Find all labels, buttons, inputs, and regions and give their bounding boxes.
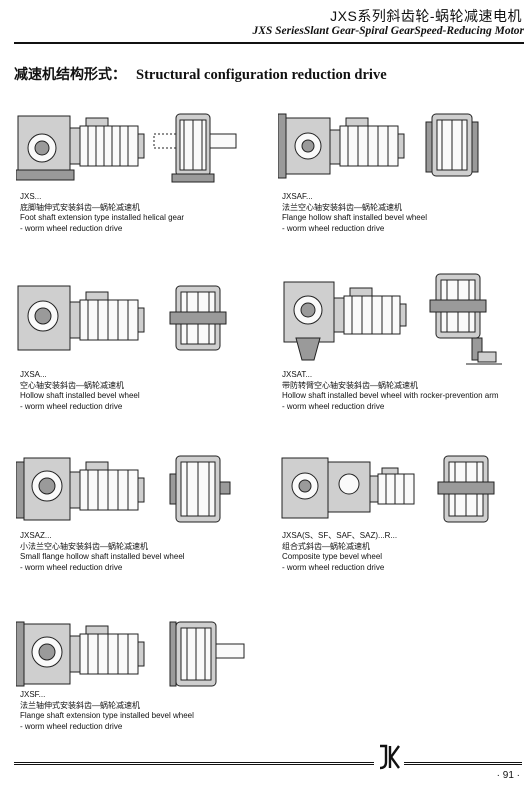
caption-cn: 带防转臂空心轴安装斜齿—蜗轮减速机	[282, 380, 418, 390]
caption-cn: 法兰空心轴安装斜齿—蜗轮减速机	[282, 202, 402, 212]
caption-jxsf: JXSF... 法兰轴伸式安装斜齿—蜗轮减速机 Flange shaft ext…	[20, 690, 194, 732]
section-title: 减速机结构形式： Structural configuration reducti…	[14, 64, 387, 84]
drawing-jxs-side	[16, 115, 145, 181]
caption-en-2: - worm wheel reduction drive	[20, 721, 123, 731]
header-rule	[14, 42, 524, 44]
caption-composite: JXSA(S、SF、SAF、SAZ)...R... 组合式斜齿—蜗轮减速机 Co…	[282, 531, 397, 573]
caption-code: JXSA(S、SF、SAF、SAZ)...R...	[282, 531, 398, 540]
drawing-jxsaf-front	[425, 113, 479, 177]
caption-en: Hollow shaft installed bevel wheel with …	[282, 391, 499, 400]
section-title-en: Structural configuration reduction drive	[136, 67, 387, 83]
jk-logo-icon: JK	[379, 744, 400, 770]
caption-en-2: - worm wheel reduction drive	[20, 223, 123, 233]
caption-jxsa: JXSA... 空心轴安装斜齿—蜗轮减速机 Hollow shaft insta…	[20, 370, 140, 412]
footer-rule-right	[404, 762, 522, 767]
caption-code: JXS...	[20, 192, 42, 201]
footer-rule-left	[14, 762, 374, 767]
drawing-jxsa-side	[17, 285, 145, 351]
header-title-cn: JXS系列斜齿轮-蜗轮减速电机	[330, 8, 522, 24]
caption-en-2: - worm wheel reduction drive	[282, 401, 385, 411]
caption-cn: 空心轴安装斜齿—蜗轮减速机	[20, 380, 124, 390]
drawing-jxsa-front	[169, 285, 227, 351]
caption-code: JXSAF...	[282, 192, 313, 201]
caption-cn: 小法兰空心轴安装斜齿—蜗轮减速机	[20, 541, 148, 551]
caption-en-2: - worm wheel reduction drive	[282, 562, 385, 572]
caption-code: JXSAT...	[282, 370, 313, 379]
caption-cn: 法兰轴伸式安装斜齿—蜗轮减速机	[20, 700, 140, 710]
drawing-jxsaf-side	[278, 113, 405, 179]
caption-en-2: - worm wheel reduction drive	[20, 401, 123, 411]
caption-en: Foot shaft extension type installed heli…	[20, 213, 185, 222]
caption-jxsat: JXSAT... 带防转臂空心轴安装斜齿—蜗轮减速机 Hollow shaft …	[282, 370, 499, 412]
drawing-jxsat-side	[283, 281, 407, 361]
caption-en-2: - worm wheel reduction drive	[20, 562, 123, 572]
caption-code: JXSA...	[20, 370, 47, 379]
caption-cn: 组合式斜齿—蜗轮减速机	[282, 541, 370, 551]
drawing-composite-front	[437, 455, 495, 523]
section-title-cn: 减速机结构形式：	[14, 66, 126, 82]
caption-jxsaf: JXSAF... 法兰空心轴安装斜齿—蜗轮减速机 Flange hollow s…	[282, 192, 427, 234]
drawing-jxsf-side	[16, 621, 145, 687]
drawing-jxsaz-side	[16, 457, 145, 521]
caption-code: JXSAZ...	[20, 531, 52, 540]
drawing-jxs-front	[153, 113, 237, 183]
drawing-composite-side	[281, 457, 415, 519]
caption-jxs: JXS... 底脚轴伸式安装斜齿—蜗轮减速机 Foot shaft extens…	[20, 192, 184, 234]
caption-en: Small flange hollow shaft installed beve…	[20, 552, 185, 561]
drawing-jxsat-front	[429, 273, 502, 365]
caption-jxsaz: JXSAZ... 小法兰空心轴安装斜齿—蜗轮减速机 Small flange h…	[20, 531, 185, 573]
header-title-en: JXS SeriesSlant Gear-Spiral GearSpeed-Re…	[252, 25, 524, 37]
caption-en: Composite type bevel wheel	[282, 552, 383, 561]
caption-en: Flange hollow shaft installed bevel whee…	[282, 213, 427, 222]
caption-cn: 底脚轴伸式安装斜齿—蜗轮减速机	[20, 202, 140, 212]
caption-en: Flange shaft extension type installed be…	[20, 711, 194, 720]
drawing-jxsaz-front	[169, 455, 231, 523]
caption-en: Hollow shaft installed bevel wheel	[20, 391, 140, 400]
drawing-jxsf-front	[169, 621, 245, 687]
caption-code: JXSF...	[20, 690, 46, 699]
page-number: · 91 ·	[496, 770, 520, 781]
caption-en-2: - worm wheel reduction drive	[282, 223, 385, 233]
